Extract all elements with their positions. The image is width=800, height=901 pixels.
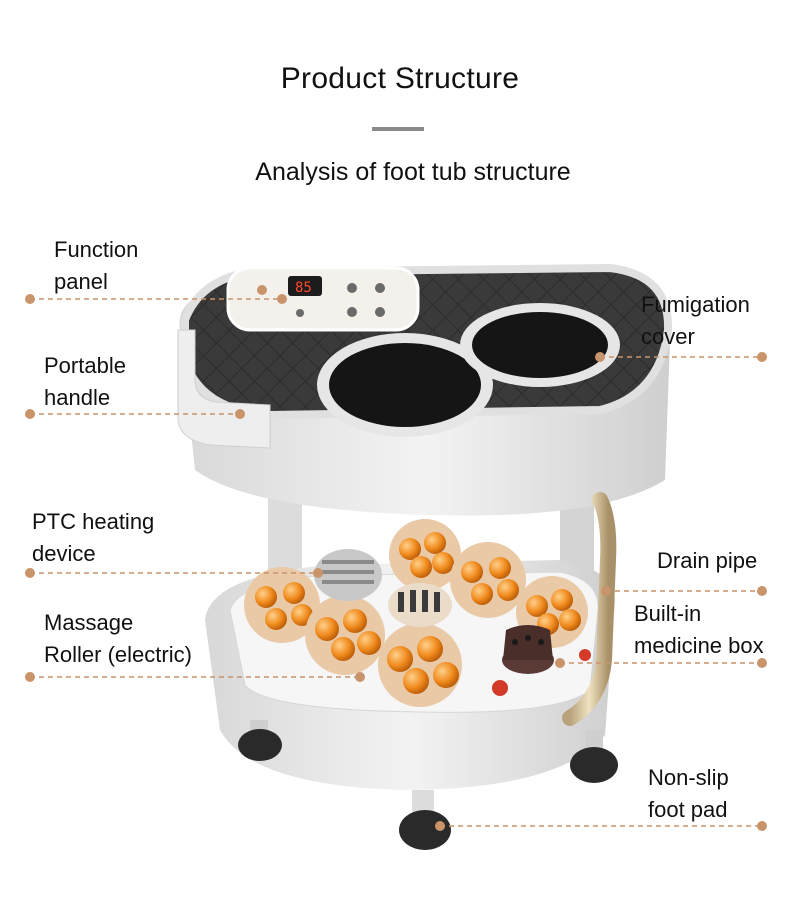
callout-dots bbox=[25, 294, 767, 831]
page-subtitle: Analysis of foot tub structure bbox=[255, 158, 571, 186]
fumigation-cover bbox=[472, 312, 608, 378]
red-button-1 bbox=[492, 680, 508, 696]
red-button-2 bbox=[579, 649, 591, 661]
label-foot-pad: Non-slip foot pad bbox=[648, 765, 729, 822]
panel-display-bg bbox=[288, 276, 322, 296]
bristle-brush bbox=[388, 583, 452, 627]
foot-opening-left bbox=[329, 343, 481, 427]
ptc-heating-device bbox=[314, 549, 382, 601]
panel-display: 85 bbox=[295, 280, 312, 296]
label-medicine-box: Built-in medicine box bbox=[634, 601, 764, 658]
wheels bbox=[238, 720, 618, 850]
label-function-panel: Function panel bbox=[54, 237, 139, 294]
label-drain-pipe: Drain pipe bbox=[657, 548, 758, 573]
page-title: Product Structure bbox=[280, 62, 520, 95]
label-massage-roller: Massage Roller (electric) bbox=[44, 610, 192, 667]
label-ptc-heating: PTC heating device bbox=[32, 509, 155, 566]
title-divider bbox=[372, 127, 424, 131]
callout-lines bbox=[30, 298, 762, 827]
portable-handle bbox=[177, 329, 271, 449]
label-portable-handle: Portable handle bbox=[44, 353, 126, 410]
drain-pipe bbox=[562, 492, 617, 726]
massage-rollers bbox=[244, 519, 588, 707]
medicine-box bbox=[502, 625, 554, 674]
label-fumigation-cover: Fumigation cover bbox=[641, 292, 750, 349]
